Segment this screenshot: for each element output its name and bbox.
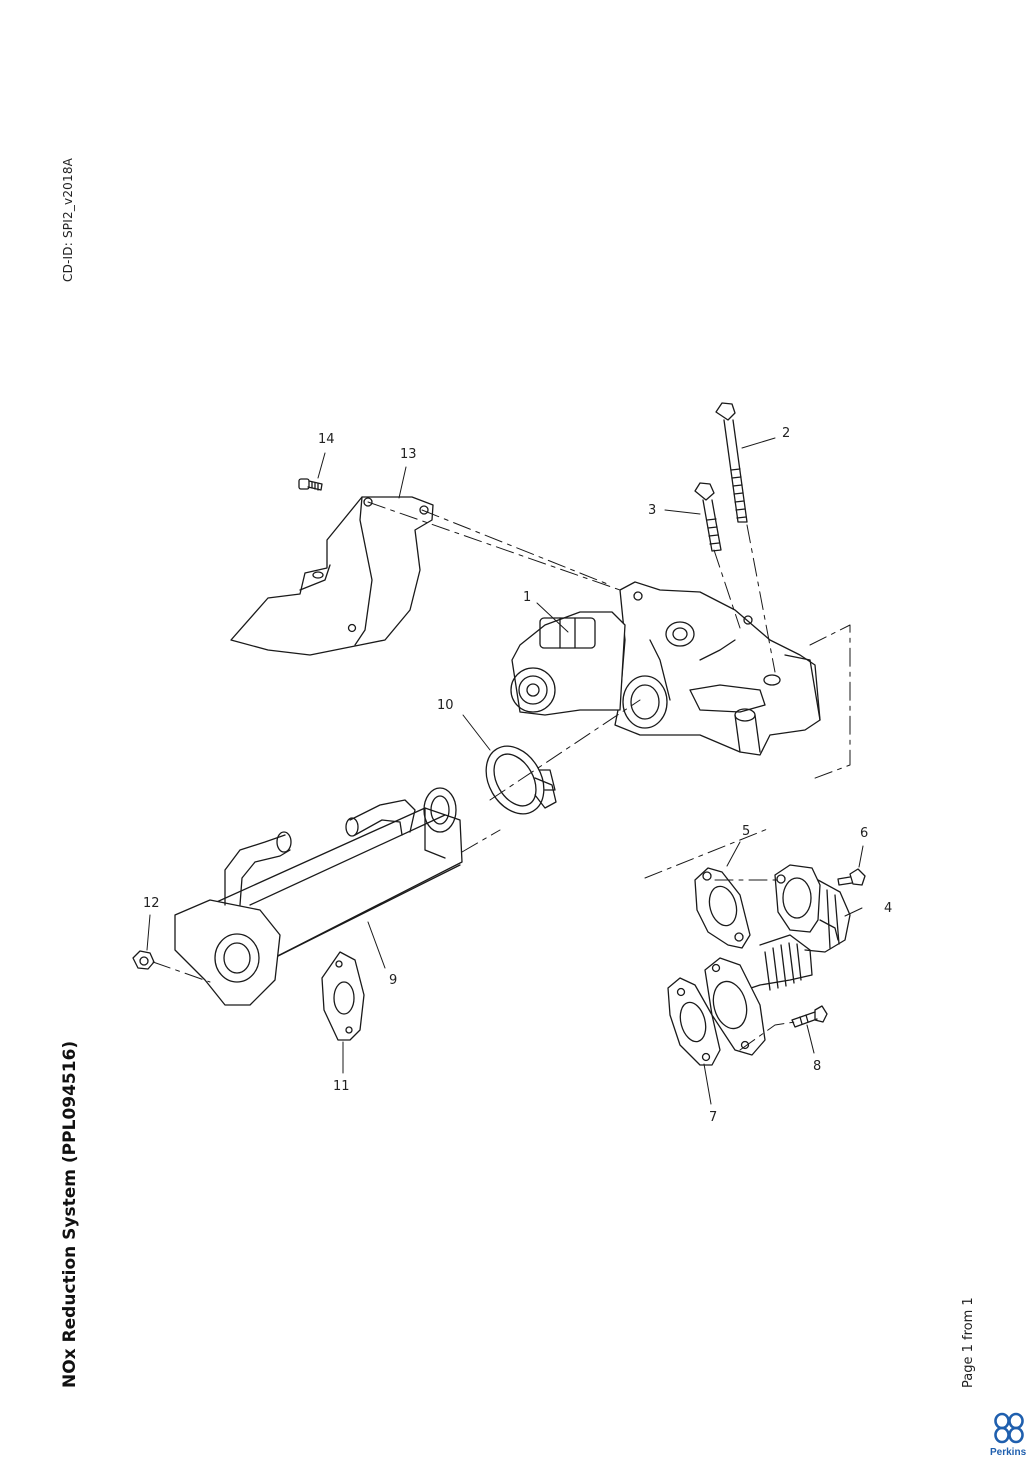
callout-12: 12 xyxy=(143,896,160,911)
callout-7: 7 xyxy=(709,1110,717,1125)
callout-11: 11 xyxy=(333,1079,350,1094)
perkins-logo-text: Perkins xyxy=(990,1447,1027,1458)
gasket-part-5 xyxy=(694,867,751,949)
bolt-part-8 xyxy=(791,1005,828,1028)
callout-8: 8 xyxy=(813,1059,821,1074)
bolt-part-14 xyxy=(298,478,323,491)
bolt-part-6 xyxy=(837,868,866,886)
bellows-pipe-part-4 xyxy=(744,864,851,991)
callout-6: 6 xyxy=(860,826,868,841)
callout-3: 3 xyxy=(648,503,656,518)
egr-valve-part-1 xyxy=(510,581,821,756)
callout-4: 4 xyxy=(884,901,892,916)
callout-13: 13 xyxy=(400,447,417,462)
long-bolt-part-2 xyxy=(715,402,748,523)
egr-cooler-part-9 xyxy=(174,787,463,1006)
callout-10: 10 xyxy=(437,698,454,713)
v-clamp-part-10 xyxy=(485,745,557,815)
callout-1: 1 xyxy=(523,590,531,605)
short-bolt-part-3 xyxy=(694,482,722,552)
callout-2: 2 xyxy=(782,426,790,441)
flange-gasket-part-7 xyxy=(667,957,766,1066)
callout-9: 9 xyxy=(389,973,397,988)
callout-5: 5 xyxy=(742,824,750,839)
nut-part-12 xyxy=(132,950,155,970)
callout-14: 14 xyxy=(318,432,335,447)
heat-shield-part-13 xyxy=(230,496,434,656)
perkins-logo: Perkins xyxy=(990,1412,1027,1458)
gasket-part-11 xyxy=(321,951,365,1041)
